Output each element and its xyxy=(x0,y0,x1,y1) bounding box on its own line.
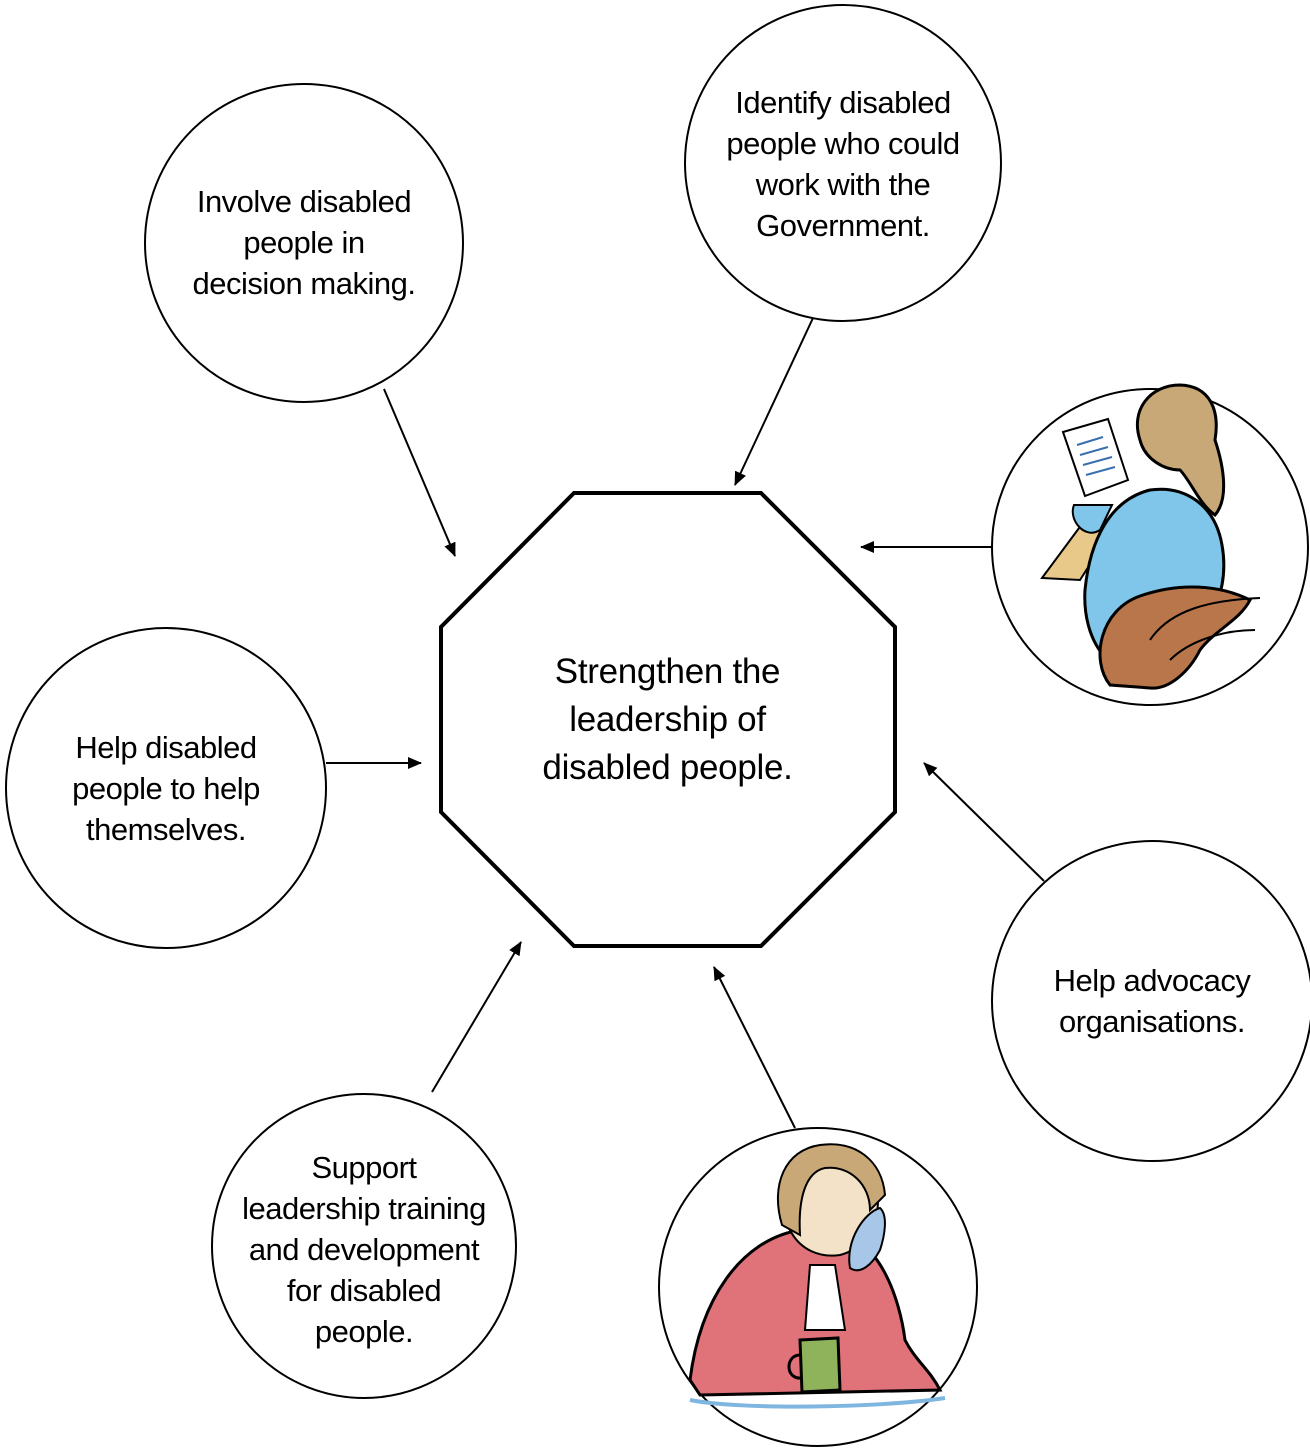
arrow-advocacy xyxy=(923,762,1045,882)
node-label-involve: Involve disabled people in decision maki… xyxy=(192,184,416,301)
arrow-identify xyxy=(734,317,814,486)
arrow-training xyxy=(431,941,522,1093)
node-circle-identify xyxy=(684,4,1002,322)
node-circle-involve xyxy=(144,83,464,403)
arrow-phone-woman xyxy=(713,966,796,1129)
arrow-involve xyxy=(383,388,456,557)
node-circle-help-self xyxy=(5,627,327,949)
node-label-identify: Identify disabled people who could work … xyxy=(726,85,960,243)
woman-phone-illustration xyxy=(688,1143,946,1409)
node-circle-training xyxy=(211,1093,517,1399)
node-label-advocacy: Help advocacy organisations. xyxy=(1053,962,1251,1039)
center-octagon xyxy=(439,491,897,948)
center-label: Strengthen the leadership of disabled pe… xyxy=(542,652,793,787)
node-label-training: Support leadership training and developm… xyxy=(242,1149,486,1349)
node-circle-advocacy xyxy=(991,840,1310,1162)
node-label-help-self: Help disabled people to help themselves. xyxy=(72,730,260,847)
woman-reading-illustration xyxy=(1040,383,1261,690)
